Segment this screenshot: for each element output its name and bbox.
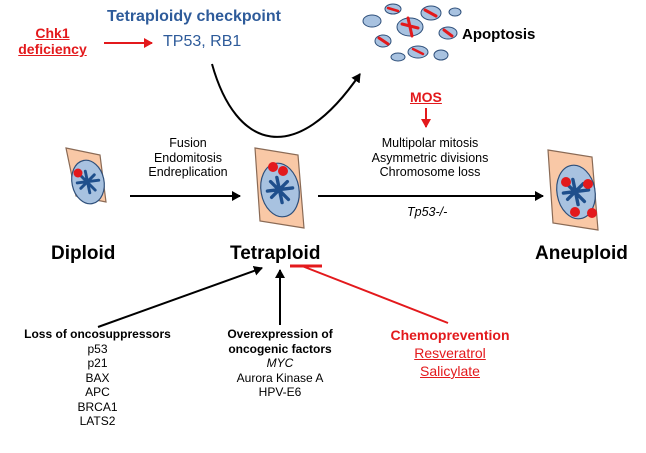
- chemoprevention-inhibition-line: [301, 265, 449, 324]
- checkpoint-title: Tetraploidy checkpoint: [107, 8, 281, 25]
- checkpoint-apoptosis-arrow: [211, 63, 361, 138]
- loss-item: p21: [87, 356, 108, 370]
- loss-item: BAX: [85, 370, 110, 385]
- chemoprevention-title: Chemoprevention: [390, 327, 510, 343]
- mitosis-step: Chromosome loss: [379, 165, 481, 179]
- fusion-steps: Fusion Endomitosis Endreplication: [128, 136, 248, 180]
- overexpression-item: MYC: [266, 356, 294, 370]
- loss-item: LATS2: [79, 414, 116, 428]
- centrosome-icon: [583, 179, 593, 189]
- tetraploid-cell-icon: [254, 147, 305, 229]
- centrosome-icon: [570, 207, 580, 217]
- mos-label: MOS: [410, 89, 442, 105]
- centrosome-icon: [561, 177, 571, 187]
- apoptosis-label: Apoptosis: [462, 26, 536, 43]
- fusion-step: Endomitosis: [153, 150, 223, 165]
- chemoprevention-item: Resveratrol: [414, 345, 486, 361]
- tp53-condition: Tp53-/-: [407, 205, 448, 219]
- chk1-line1: Chk1: [35, 25, 70, 41]
- diploid-label: Diploid: [51, 243, 116, 264]
- checkpoint-genes: TP53, RB1: [163, 33, 242, 50]
- overexpression-title-2: oncogenic factors: [228, 341, 332, 356]
- loss-title: Loss of oncosuppressors: [24, 327, 171, 341]
- loss-item: p53: [87, 341, 108, 356]
- loss-item: APC: [85, 385, 110, 399]
- apoptotic-bodies-icon: [362, 3, 462, 62]
- chemoprevention-item: Salicylate: [420, 363, 480, 379]
- loss-of-oncosuppressors: Loss of oncosuppressors p53 p21 BAX APC …: [5, 327, 190, 429]
- overexpression-item: Aurora Kinase A: [236, 370, 324, 385]
- chk1-line2: deficiency: [18, 41, 87, 58]
- loss-item: BRCA1: [77, 399, 118, 414]
- centrosome-icon: [268, 162, 278, 172]
- chk1-deficiency-label: Chk1 deficiency: [5, 25, 100, 57]
- mitosis-step: Asymmetric divisions: [371, 150, 489, 165]
- diploid-cell-icon: [65, 147, 107, 205]
- fusion-step: Fusion: [169, 136, 207, 150]
- mitosis-step: Multipolar mitosis: [381, 136, 479, 150]
- aneuploid-label: Aneuploid: [535, 243, 628, 264]
- centrosome-icon: [587, 208, 597, 218]
- mitosis-steps: Multipolar mitosis Asymmetric divisions …: [355, 136, 505, 180]
- loss-arrow: [97, 266, 263, 328]
- overexpression-oncogenic-factors: Overexpression of oncogenic factors MYC …: [205, 327, 355, 400]
- fusion-step: Endreplication: [148, 165, 228, 179]
- tetraploid-label: Tetraploid: [230, 243, 321, 264]
- aneuploid-cell-icon: [547, 149, 599, 231]
- centrosome-icon: [278, 166, 288, 176]
- centrosome-icon: [73, 168, 83, 178]
- chemoprevention: Chemoprevention Resveratrol Salicylate: [375, 326, 525, 380]
- overexpression-title-1: Overexpression of: [227, 327, 333, 341]
- overexpression-item: HPV-E6: [258, 385, 302, 399]
